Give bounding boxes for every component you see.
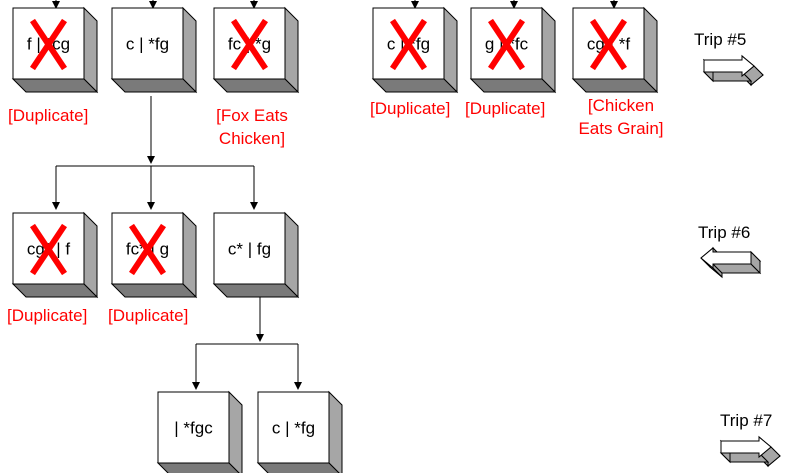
trip-5-label: Trip #5 bbox=[694, 30, 746, 49]
rejected-x-icon bbox=[129, 223, 166, 276]
box-front-face bbox=[257, 391, 330, 464]
annotations: [Duplicate] [Fox Eats Chicken] [Duplicat… bbox=[7, 96, 664, 325]
box-bottom-face bbox=[110, 283, 198, 298]
box-side-face bbox=[643, 6, 658, 94]
state-box-s7: cg* | f bbox=[11, 211, 99, 299]
box-bottom-face bbox=[571, 78, 659, 93]
box-side-face bbox=[284, 6, 299, 94]
box-front-face bbox=[111, 7, 184, 80]
box-side-face bbox=[83, 6, 98, 94]
box-side-face bbox=[228, 390, 243, 473]
trip-indicators: Trip #5 Trip #6 Trip #7 bbox=[694, 30, 781, 468]
box-bottom-face bbox=[110, 78, 198, 93]
state-box-s9: c* | fg bbox=[212, 211, 300, 299]
note-s5: [Duplicate] bbox=[465, 99, 545, 118]
box-bottom-face bbox=[371, 78, 459, 93]
connectors bbox=[52, 0, 618, 390]
box-front-face bbox=[213, 212, 286, 285]
state-label-s9: c* | fg bbox=[228, 240, 271, 259]
box-bottom-face bbox=[212, 283, 300, 298]
trip-6-label: Trip #6 bbox=[698, 223, 750, 242]
box-side-face bbox=[182, 211, 197, 299]
box-bottom-face bbox=[212, 78, 300, 93]
rejected-x-icon bbox=[30, 18, 67, 71]
box-bottom-face bbox=[469, 78, 557, 93]
note-s8: [Duplicate] bbox=[108, 306, 188, 325]
state-box-s6: cg | *f bbox=[571, 6, 659, 94]
rejected-x-icon bbox=[590, 18, 627, 71]
state-box-s10: | *fgc bbox=[156, 390, 243, 473]
rejected-x-icon bbox=[488, 18, 525, 71]
state-box-s8: fc* | g bbox=[110, 211, 198, 299]
box-bottom-face bbox=[11, 283, 99, 298]
rejected-x-icon bbox=[390, 18, 427, 71]
state-box-s11: c | *fg bbox=[256, 390, 343, 473]
note-s4: [Duplicate] bbox=[370, 99, 450, 118]
note-s7: [Duplicate] bbox=[7, 306, 87, 325]
box-side-face bbox=[541, 6, 556, 94]
state-box-s3: fc | *g bbox=[212, 6, 300, 94]
state-label-s11: c | *fg bbox=[272, 419, 315, 438]
state-box-s5: g | *fc bbox=[469, 6, 557, 94]
state-label-s10: | *fgc bbox=[174, 419, 213, 438]
note-s6-line1: [Chicken bbox=[588, 96, 654, 115]
trip-7-label: Trip #7 bbox=[720, 411, 772, 430]
trip-5-arrow-icon bbox=[702, 54, 764, 87]
box-bottom-face bbox=[256, 462, 340, 473]
state-box-s4: c | *fg bbox=[371, 6, 459, 94]
box-front-face bbox=[157, 391, 230, 464]
box-side-face bbox=[83, 211, 98, 299]
state-box-s1: f | *cg bbox=[11, 6, 99, 94]
box-bottom-face bbox=[11, 78, 99, 93]
note-s3-line1: [Fox Eats bbox=[216, 106, 288, 125]
trip-7-arrow-icon bbox=[719, 435, 781, 468]
box-side-face bbox=[328, 390, 343, 473]
note-s6-line2: Eats Grain] bbox=[578, 119, 663, 138]
rejected-x-icon bbox=[231, 18, 268, 71]
state-label-s2: c | *fg bbox=[126, 35, 169, 54]
box-side-face bbox=[182, 6, 197, 94]
box-side-face bbox=[284, 211, 299, 299]
note-s3-line2: Chicken] bbox=[219, 129, 285, 148]
note-s1: [Duplicate] bbox=[8, 106, 88, 125]
state-box-s2: c | *fg bbox=[110, 6, 198, 94]
trip-6-arrow-icon bbox=[700, 246, 762, 279]
box-bottom-face bbox=[156, 462, 240, 473]
box-side-face bbox=[443, 6, 458, 94]
rejected-x-icon bbox=[30, 223, 67, 276]
